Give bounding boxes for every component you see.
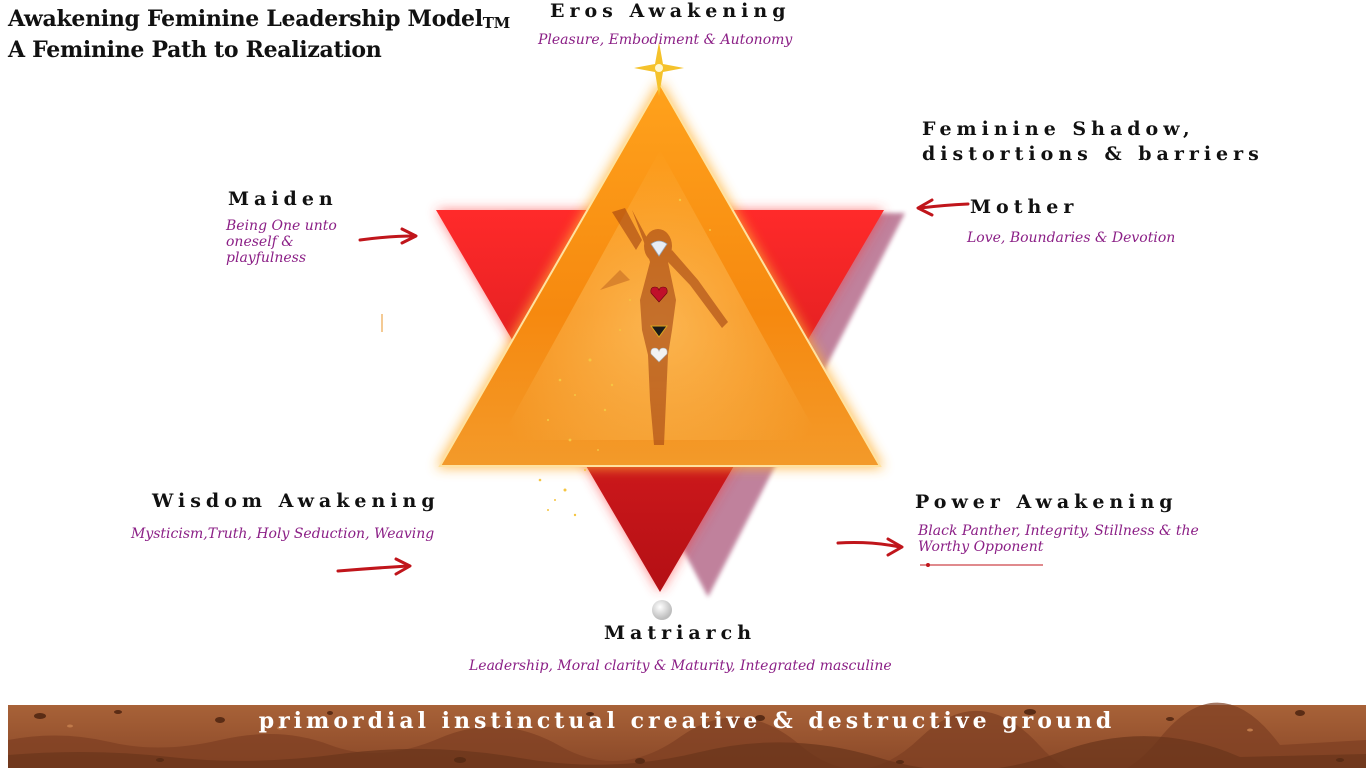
arrow-mother	[918, 200, 968, 215]
title-line-2: A Feminine Path to Realization	[8, 35, 510, 66]
pearl-orb	[652, 600, 672, 620]
matriarch-subtitle: Leadership, Moral clarity & Maturity, In…	[469, 658, 892, 674]
ground-label: primordial instinctual creative & destru…	[8, 708, 1366, 734]
title-line-1: Awakening Feminine Leadership ModelTM	[8, 4, 510, 35]
page-title: Awakening Feminine Leadership ModelTM A …	[8, 4, 510, 66]
arrow-wisdom	[338, 559, 410, 574]
underline-dot	[926, 563, 930, 567]
wisdom-subtitle: Mysticism,Truth, Holy Seduction, Weaving	[131, 526, 434, 542]
wisdom-heading: Wisdom Awakening	[152, 490, 440, 512]
maiden-subtitle: Being One unto oneself & playfulness	[226, 218, 354, 266]
matriarch-heading: Matriarch	[604, 622, 756, 644]
star-icon	[634, 42, 684, 96]
power-subtitle: Black Panther, Integrity, Stillness & th…	[918, 523, 1203, 555]
arrow-power	[838, 539, 902, 555]
arrow-maiden	[360, 229, 416, 243]
shadow-heading-line2: distortions & barriers	[922, 143, 1264, 165]
maiden-heading: Maiden	[228, 188, 338, 210]
mother-heading: Mother	[970, 196, 1078, 218]
shadow-heading-line1: Feminine Shadow,	[922, 118, 1195, 140]
eros-heading: Eros Awakening	[550, 0, 791, 22]
mother-subtitle: Love, Boundaries & Devotion	[967, 230, 1175, 246]
eros-subtitle: Pleasure, Embodiment & Autonomy	[538, 32, 792, 48]
trademark-mark: TM	[483, 14, 510, 32]
power-heading: Power Awakening	[915, 491, 1178, 513]
